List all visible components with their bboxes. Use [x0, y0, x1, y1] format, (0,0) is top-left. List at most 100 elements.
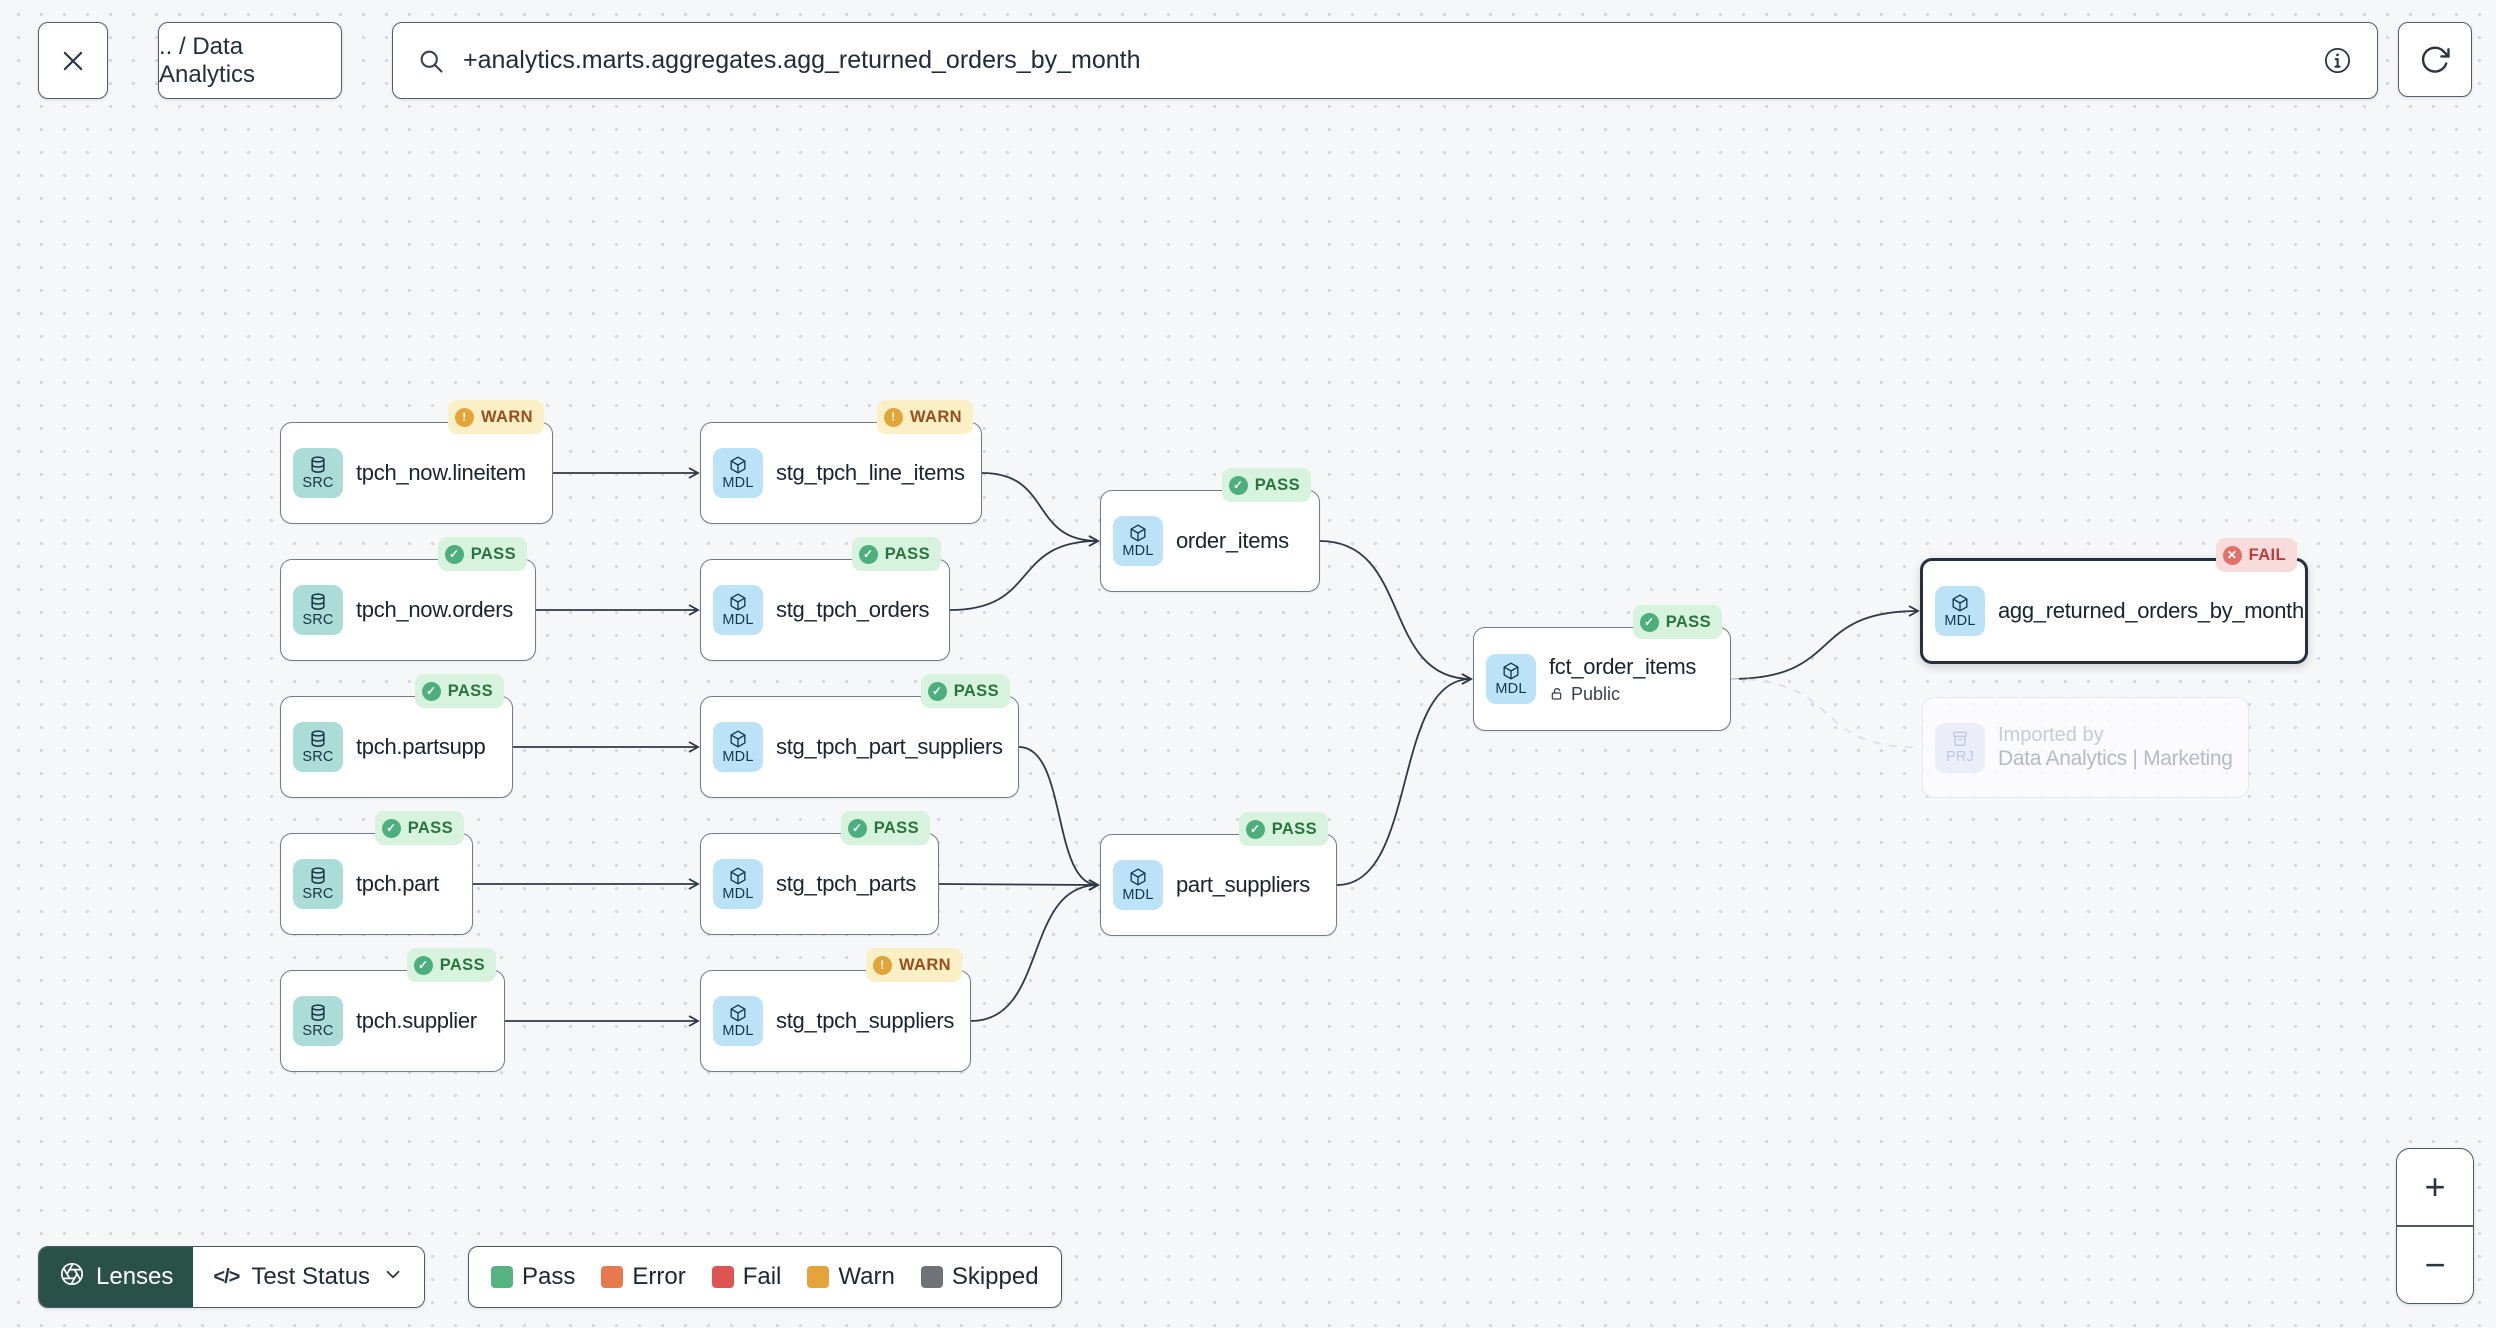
close-icon	[59, 47, 87, 75]
status-badge-pass: ✓PASS	[414, 674, 504, 708]
node-kind-label: MDL	[722, 611, 754, 628]
node-kind-label: MDL	[1122, 886, 1154, 903]
node-type-chip: MDL	[1113, 860, 1163, 910]
node-stg-tpch-orders[interactable]: ✓PASS MDL stg_tpch_orders	[700, 537, 950, 661]
cube-icon	[1950, 593, 1970, 613]
node-stg-tpch-line-items[interactable]: !WARN MDL stg_tpch_line_items	[700, 400, 982, 524]
node-labels: stg_tpch_suppliers	[776, 1008, 954, 1034]
pass-status-icon: ✓	[1245, 819, 1265, 839]
pass-status-icon: ✓	[413, 955, 433, 975]
node-kind-label: PRJ	[1946, 749, 1974, 766]
pass-status-icon: ✓	[421, 681, 441, 701]
search-bar	[392, 22, 2378, 99]
edge-order-items-to-fct-order-items	[1319, 540, 1473, 685]
node-kind-label: MDL	[1122, 542, 1154, 559]
breadcrumb-label: .. / Data Analytics	[159, 32, 256, 88]
pass-status-icon: ✓	[847, 818, 867, 838]
node-kind-label: SRC	[302, 474, 334, 491]
node-type-chip: SRC	[293, 585, 343, 635]
breadcrumb[interactable]: .. / Data Analytics	[158, 22, 342, 99]
node-kind-label: MDL	[722, 885, 754, 902]
visibility-label: Public	[1549, 684, 1696, 705]
search-icon	[417, 47, 445, 75]
node-type-chip: SRC	[293, 996, 343, 1046]
node-label: stg_tpch_orders	[776, 597, 930, 622]
lock-open-icon	[1549, 686, 1565, 702]
refresh-button[interactable]	[2398, 22, 2472, 97]
node-label: stg_tpch_line_items	[776, 460, 965, 485]
database-icon	[308, 729, 328, 749]
node-label: tpch_now.orders	[356, 597, 513, 622]
edge-stg-tpch-parts-to-part-suppliers	[938, 879, 1100, 891]
pass-status-icon: ✓	[381, 818, 401, 838]
node-stg-tpch-part-suppliers[interactable]: ✓PASS MDL stg_tpch_part_suppliers	[700, 674, 1019, 798]
legend-item-error: Error	[601, 1263, 686, 1291]
node-labels: stg_tpch_part_suppliers	[776, 734, 1003, 760]
node-tpch-partsupp[interactable]: ✓PASS SRC tpch.partsupp	[280, 674, 513, 798]
lens-selector-test-status[interactable]: </> Test Status	[193, 1247, 425, 1307]
status-badge-label: WARN	[480, 407, 533, 426]
search-input[interactable]	[461, 45, 2306, 76]
node-labels: stg_tpch_line_items	[776, 460, 965, 486]
cube-icon	[728, 592, 748, 612]
legend-label: Error	[632, 1263, 686, 1290]
status-badge-label: PASS	[873, 818, 919, 837]
lenses-label: Lenses	[96, 1263, 174, 1290]
node-kind-label: MDL	[722, 748, 754, 765]
cube-icon	[1501, 661, 1521, 681]
zoom-out-button[interactable]: −	[2424, 1243, 2446, 1285]
cube-icon	[728, 729, 748, 749]
node-type-chip: MDL	[713, 448, 763, 498]
imported-by-caption: Imported by	[1998, 724, 2104, 746]
node-type-chip: MDL	[713, 859, 763, 909]
node-label: tpch_now.lineitem	[356, 460, 526, 485]
node-labels: stg_tpch_parts	[776, 871, 916, 897]
lenses-button[interactable]: Lenses	[39, 1247, 194, 1307]
aperture-icon	[59, 1261, 85, 1294]
status-badge-warn: !WARN	[876, 400, 973, 434]
node-label: fct_order_items	[1549, 653, 1697, 679]
status-badge-label: PASS	[884, 544, 930, 563]
node-label: tpch.partsupp	[356, 734, 486, 759]
database-icon	[308, 866, 328, 886]
database-icon	[308, 455, 328, 475]
node-labels: part_suppliers	[1176, 872, 1310, 898]
node-labels: tpch.partsupp	[356, 734, 486, 760]
cube-icon	[728, 455, 748, 475]
status-badge-label: FAIL	[2248, 545, 2286, 564]
node-type-chip: SRC	[293, 859, 343, 909]
status-badge-label: WARN	[898, 955, 951, 974]
zoom-in-button[interactable]: +	[2424, 1166, 2446, 1208]
legend-label: Pass	[522, 1263, 576, 1290]
node-type-chip: MDL	[1113, 516, 1163, 566]
close-button[interactable]	[38, 22, 108, 99]
lens-selector-label: Test Status	[251, 1263, 371, 1290]
project-icon	[1950, 729, 1970, 749]
node-label: part_suppliers	[1176, 872, 1310, 897]
info-icon[interactable]	[2322, 45, 2353, 76]
status-badge-pass: ✓PASS	[851, 537, 941, 571]
node-kind-label: MDL	[722, 474, 754, 491]
node-stg-tpch-parts[interactable]: ✓ PASS MDL stg_tpch_parts	[700, 811, 939, 935]
node-type-chip: MDL	[713, 996, 763, 1046]
edge-stg-tpch-suppliers-to-part-suppliers	[970, 879, 1100, 1022]
fail-status-icon: ✕	[2222, 545, 2242, 565]
cube-icon	[1128, 523, 1148, 543]
node-type-chip: SRC	[293, 722, 343, 772]
status-badge-pass: ✓PASS	[920, 674, 1010, 708]
node-label: order_items	[1176, 528, 1289, 553]
